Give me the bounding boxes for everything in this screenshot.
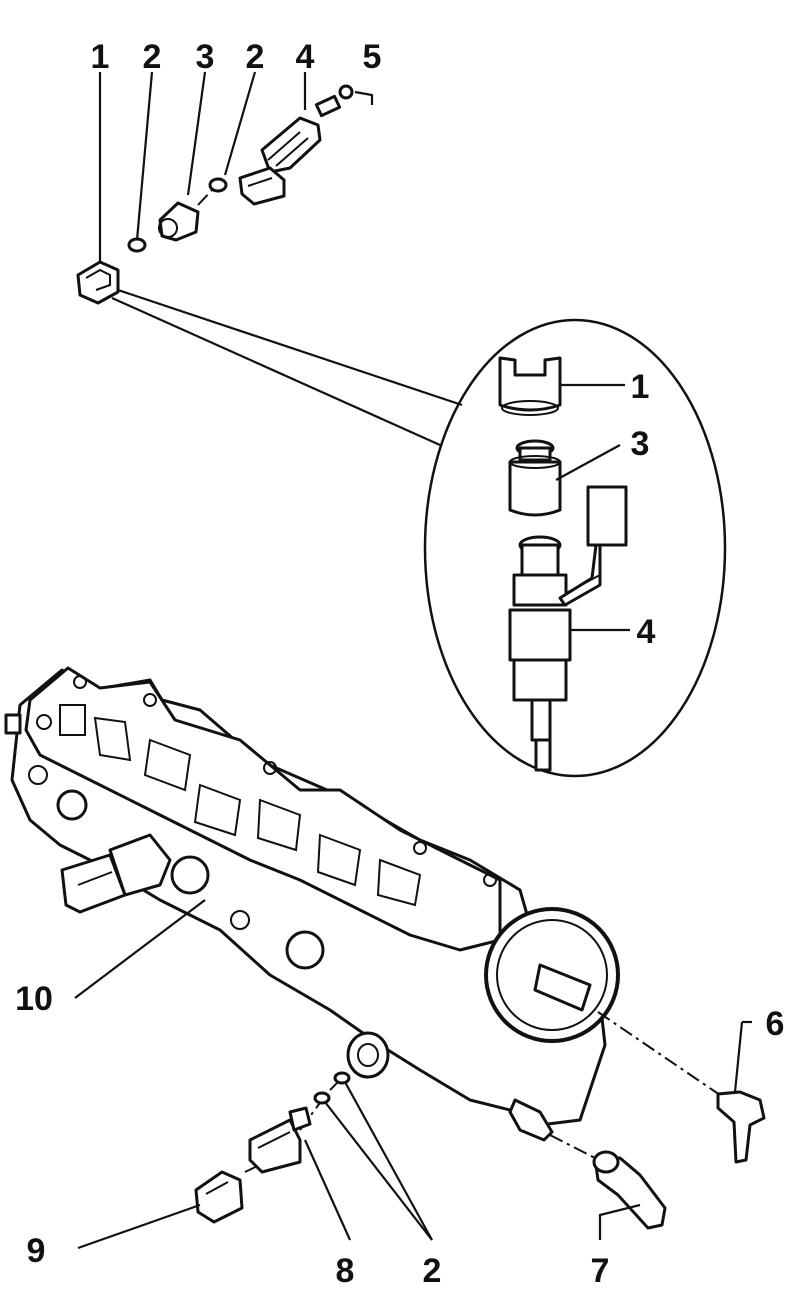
- label-top-4: 4: [296, 38, 315, 76]
- label-top-5: 5: [363, 38, 382, 76]
- part-5-seal: [338, 84, 354, 100]
- label-top-2b: 2: [246, 38, 265, 76]
- detail-view: [423, 318, 727, 778]
- part-8-valve: [248, 1106, 312, 1174]
- part-2-o-ring-right: [208, 177, 228, 193]
- label-top-1: 1: [91, 38, 110, 76]
- label-rail-7: 7: [591, 1252, 610, 1290]
- part-4-injector: [238, 94, 342, 206]
- part-6-hose: [716, 1090, 766, 1164]
- label-rail-6: 6: [766, 1005, 785, 1043]
- label-top-2a: 2: [143, 38, 162, 76]
- top-injector-assembly: [76, 71, 463, 447]
- detail-ellipse: [423, 318, 727, 778]
- part-2-o-ring-lower-a: [333, 1071, 351, 1085]
- part-2-o-ring-left: [127, 237, 147, 253]
- pressure-sensor: [60, 833, 172, 914]
- label-rail-10: 10: [15, 980, 53, 1018]
- label-rail-8: 8: [336, 1252, 355, 1290]
- label-detail-4: 4: [637, 613, 656, 651]
- label-detail-1: 1: [631, 368, 650, 406]
- detail-part-4-injector: [508, 485, 628, 772]
- part-9-plug: [194, 1170, 244, 1224]
- part-1-retaining-clip: [76, 260, 120, 305]
- detail-part-1-clip: [498, 356, 562, 412]
- label-top-3: 3: [196, 38, 215, 76]
- label-rail-2: 2: [423, 1252, 442, 1290]
- part-3-sleeve: [158, 201, 200, 242]
- part-7-hose: [592, 1150, 667, 1230]
- callout-labels: 1 2 3 2 4 5 1 3 4 10 6 9 8 2 7: [15, 38, 784, 1290]
- part-2-o-ring-lower-b: [313, 1091, 331, 1105]
- label-rail-9: 9: [27, 1232, 46, 1270]
- rail-end-ring: [484, 907, 620, 1043]
- label-detail-3: 3: [631, 425, 650, 463]
- rail-outlet-fitting: [346, 1031, 554, 1142]
